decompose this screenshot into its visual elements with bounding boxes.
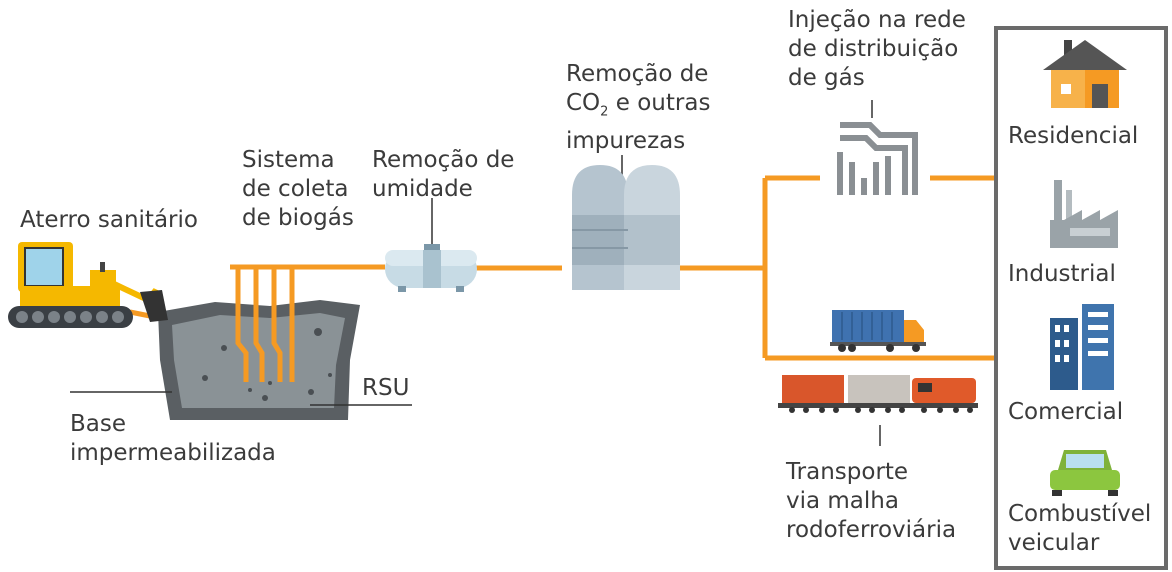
gas-grid-icon <box>837 100 918 195</box>
vehicular-fuel-label: Combustível veicular <box>1008 501 1152 556</box>
collection-system-label: Sistema de coleta de biogás <box>242 147 354 231</box>
landfill-block <box>70 267 412 420</box>
landfill-label: Aterro sanitário <box>20 207 198 233</box>
commercial-label: Comercial <box>1008 399 1124 425</box>
rsu-label: RSU <box>362 375 410 401</box>
office-building-icon <box>1050 304 1114 390</box>
co2-formula: CO <box>566 90 601 116</box>
bulldozer-icon <box>8 242 168 328</box>
train-icon <box>778 375 978 446</box>
truck-icon <box>830 310 926 352</box>
residential-label: Residencial <box>1008 123 1139 149</box>
base-label: Base impermeabilizada <box>70 411 276 466</box>
co2-removal-label: Remoção de CO2 e outras impurezas <box>566 61 711 154</box>
grid-injection-label: Injeção na rede de distribuição de gás <box>788 7 966 91</box>
humidity-removal-label: Remoção de umidade <box>372 147 515 202</box>
destinations-panel <box>994 26 1168 570</box>
purification-tanks-icon <box>572 155 680 290</box>
dehumidifier-tank-icon <box>385 198 477 292</box>
transport-label: Transporte via malha rodoferroviária <box>786 459 957 543</box>
house-icon <box>1043 40 1127 108</box>
factory-icon <box>1050 180 1118 248</box>
car-icon <box>1050 450 1120 496</box>
co2-subscript: 2 <box>600 104 609 120</box>
industrial-label: Industrial <box>1008 261 1116 287</box>
